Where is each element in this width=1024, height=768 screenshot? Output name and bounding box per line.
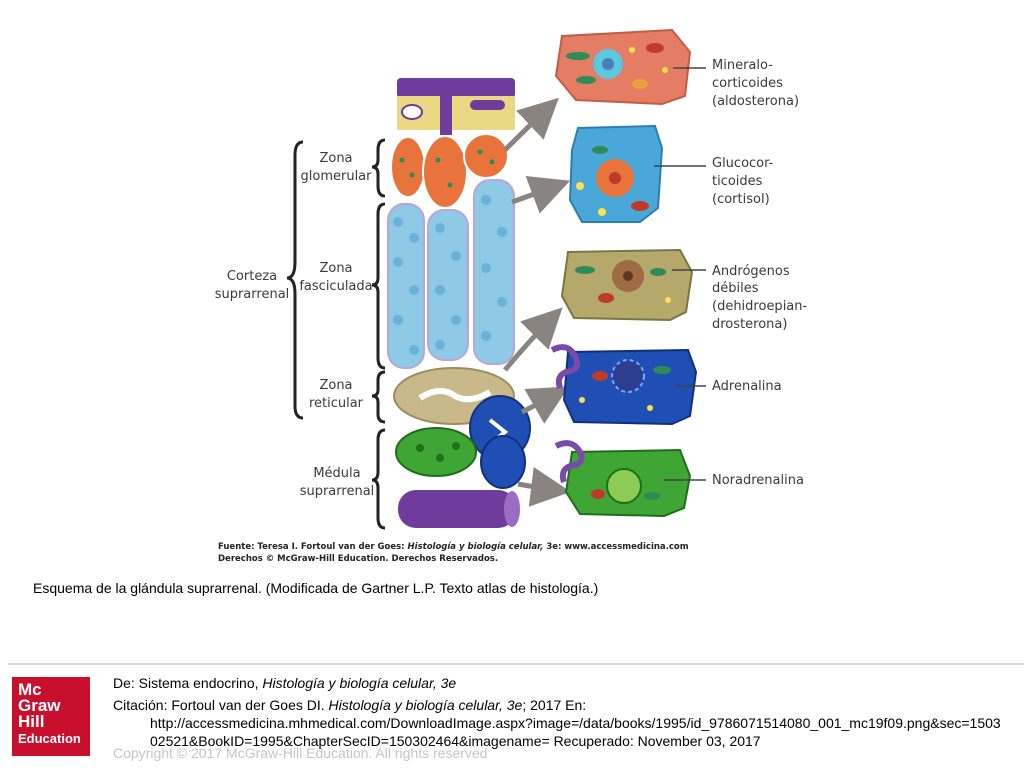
citation-from: De: Sistema endocrino, Histología y biol… xyxy=(113,675,457,691)
label-zona-glomerular-2: glomerular xyxy=(301,169,373,184)
logo-line-1: Mc xyxy=(18,680,42,699)
logo-line-2: Graw xyxy=(18,696,61,715)
figure-source-line2: Derechos © McGraw-Hill Education. Derech… xyxy=(218,554,498,564)
cell-adrenalina xyxy=(550,344,698,426)
label-zona-fasciculada-1: Zona xyxy=(319,261,352,276)
zona-glomerular-cells xyxy=(390,133,509,209)
label-zona-fasciculada-2: fasciculada xyxy=(299,279,372,294)
cell-glucocorticoides xyxy=(568,124,664,223)
label-adrenalina: Adrenalina xyxy=(712,379,782,394)
cell-noradrenalina xyxy=(554,440,692,518)
footer-divider xyxy=(8,663,1024,665)
capsule-vessel xyxy=(397,78,515,135)
label-corteza-1: Corteza xyxy=(227,269,277,284)
copyright-notice: Copyright © 2017 McGraw-Hill Education. … xyxy=(113,745,488,761)
cell-mineralocorticoides xyxy=(554,28,692,106)
label-glucocorticoides: Glucocor-ticoides(cortisol) xyxy=(712,156,774,207)
label-zona-glomerular-1: Zona xyxy=(319,151,352,166)
zona-fasciculada-cells xyxy=(387,179,515,369)
logo-line-4: Education xyxy=(18,731,81,746)
label-corteza-2: suprarrenal xyxy=(215,287,290,302)
adrenal-gland-diagram: Zona glomerular Zona fasciculada Zona retic… xyxy=(215,28,808,564)
citation-reference: Citación: Fortoul van der Goes DI. Histo… xyxy=(113,697,587,713)
label-mineralocorticoides: Mineralo-corticoides(aldosterona) xyxy=(712,58,799,109)
label-noradrenalina: Noradrenalina xyxy=(712,473,804,488)
figure-caption: Esquema de la glándula suprarrenal. (Mod… xyxy=(33,580,599,596)
cell-androgenos xyxy=(560,248,694,322)
label-zona-reticular-1: Zona xyxy=(319,378,352,393)
label-zona-reticular-2: reticular xyxy=(309,396,364,411)
citation-block: De: Sistema endocrino, Histología y biol… xyxy=(113,674,1001,750)
figure-source-line1: Fuente: Teresa I. Fortoul van der Goes: … xyxy=(218,542,689,552)
zone-labels: Zona glomerular Zona fasciculada Zona retic… xyxy=(215,151,375,499)
label-medula-1: Médula xyxy=(313,466,360,481)
zone-braces xyxy=(286,138,386,530)
medula-cells xyxy=(395,427,526,528)
citation-url-line1[interactable]: http://accessmedicina.mhmedical.com/Down… xyxy=(150,715,1001,731)
secretion-arrows xyxy=(503,97,571,507)
label-medula-2: suprarrenal xyxy=(300,484,375,499)
citation-url-line2: 02521&BookID=1995&ChapterSecID=150302464… xyxy=(150,733,761,749)
logo-line-3: Hill xyxy=(18,712,45,731)
mcgraw-hill-logo: Mc Graw Hill Education xyxy=(12,677,90,756)
